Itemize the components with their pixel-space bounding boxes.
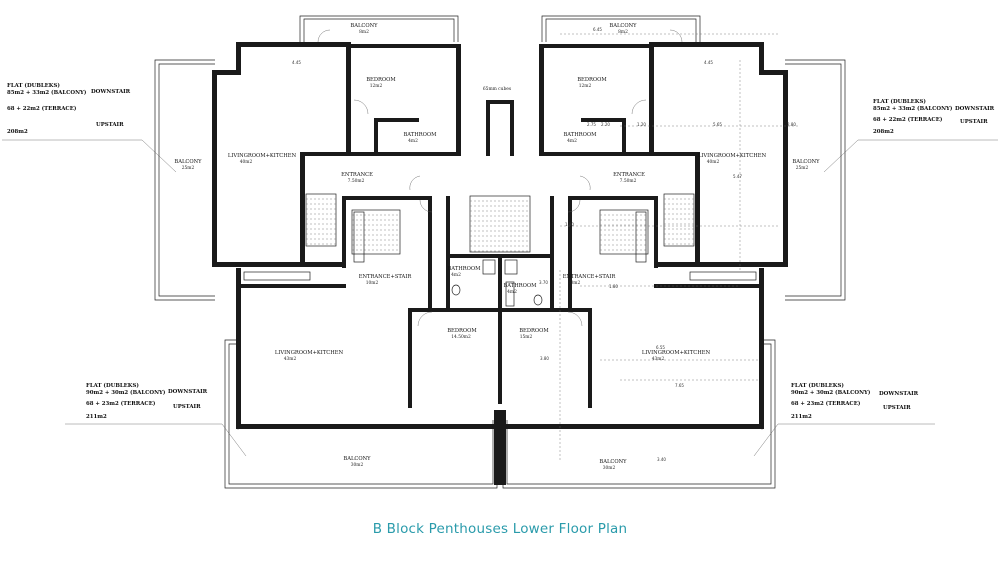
note-bl-line1: FLAT (DUBLEKS): [86, 382, 139, 389]
room-area-entrance-l: 7.50m2: [348, 179, 365, 184]
note-bl-line3: 68 + 23m2 (TERRACE): [86, 400, 156, 407]
room-name-bedroom-tr: BEDROOM: [577, 77, 607, 83]
room-area-living-tl: 40m2: [240, 160, 253, 165]
room-area-bedroom-br: 15m2: [520, 335, 533, 340]
room-name-living-br: LIVINGROOM+KITCHEN: [642, 350, 711, 356]
note-bl-line2: 90m2 + 30m2 (BALCONY): [86, 389, 166, 396]
note-tl-total: 208m2: [7, 129, 28, 135]
room-area-balcony-top-right: 8m2: [618, 30, 628, 35]
room-name-balcony-top-right: BALCONY: [609, 23, 637, 29]
room-name-bathroom-cl: BATHROOM: [448, 266, 482, 272]
note-tr-line1: FLAT (DUBLEKS): [873, 98, 926, 105]
room-area-bathroom-tl: 4m2: [408, 139, 418, 144]
flat-note-bottom-left: FLAT (DUBLEKS) 90m2 + 30m2 (BALCONY) 68 …: [86, 382, 208, 420]
room-area-entrance-stair-l: 10m2: [366, 281, 379, 286]
room-area-entrance-r: 7.50m2: [620, 179, 637, 184]
room-area-balcony-left: 25m2: [182, 166, 195, 171]
stairs: [305, 193, 695, 255]
room-name-bathroom-cr: BATHROOM: [504, 283, 538, 289]
plan-caption: B Block Penthouses Lower Floor Plan: [372, 521, 628, 537]
room-area-bedroom-bl: 14.50m2: [451, 335, 471, 340]
room-name-entrance-stair-r: ENTRANCE+STAIR: [563, 274, 617, 280]
dim-label: 1.80: [609, 284, 618, 289]
room-name-entrance-l: ENTRANCE: [341, 172, 373, 178]
room-name-entrance-stair-l: ENTRANCE+STAIR: [359, 274, 413, 280]
room-area-bathroom-tr: 4m2: [567, 139, 577, 144]
note-br-up: UPSTAIR: [883, 405, 911, 411]
note-tr-line3: 68 + 22m2 (TERRACE): [873, 116, 943, 123]
dim-label: 2.75: [587, 122, 596, 127]
room-name-bedroom-tl: BEDROOM: [366, 77, 396, 83]
dim-label: 3.40: [657, 457, 666, 462]
room-area-balcony-top-left: 8m2: [359, 30, 369, 35]
flat-note-top-left: FLAT (DUBLEKS) 85m2 + 33m2 (BALCONY) 68 …: [7, 82, 131, 135]
floor-plan-drawing: BALCONY 8m2 BALCONY 8m2 BEDROOM 12m2 BED…: [2, 15, 998, 489]
note-tl-line2: 85m2 + 33m2 (BALCONY): [7, 89, 87, 96]
dim-label: 5.47: [733, 174, 742, 179]
walls: [212, 42, 788, 485]
note-br-line3: 68 + 23m2 (TERRACE): [791, 400, 861, 407]
dim-label: 4.45: [704, 60, 713, 65]
flat-note-top-right: FLAT (DUBLEKS) 85m2 + 33m2 (BALCONY) 68 …: [873, 98, 995, 135]
room-area-balcony-bl: 30m2: [351, 463, 364, 468]
dim-label: 1.20: [637, 122, 646, 127]
room-name-balcony-bl: BALCONY: [343, 456, 371, 462]
note-bl-up: UPSTAIR: [173, 404, 201, 410]
room-labels: BALCONY 8m2 BALCONY 8m2 BEDROOM 12m2 BED…: [174, 23, 820, 471]
note-leaders: [2, 139, 998, 457]
room-name-bedroom-br: BEDROOM: [519, 328, 549, 334]
note-br-down: DOWNSTAIR: [879, 391, 919, 397]
room-area-bathroom-cr: 4m2: [507, 290, 517, 295]
note-br-line1: FLAT (DUBLEKS): [791, 382, 844, 389]
room-area-entrance-stair-r: 10m2: [568, 281, 581, 286]
dim-label: 1.80: [565, 222, 574, 227]
note-tr-line2: 85m2 + 33m2 (BALCONY): [873, 105, 953, 112]
note-tr-down: DOWNSTAIR: [955, 106, 995, 112]
room-name-living-bl: LIVINGROOM+KITCHEN: [275, 350, 344, 356]
dimension-labels: 4.45 6.45 1.80 2.20 2.75 3.70 1.80 4.45 …: [292, 27, 796, 462]
note-tr-total: 208m2: [873, 129, 894, 135]
dim-label: 3.70: [539, 280, 548, 285]
room-name-balcony-left: BALCONY: [174, 159, 202, 165]
note-bl-down: DOWNSTAIR: [168, 389, 208, 395]
room-area-living-br: 43m2: [652, 357, 665, 362]
room-area-living-tr: 40m2: [707, 160, 720, 165]
room-name-bathroom-tr: BATHROOM: [564, 132, 598, 138]
room-name-balcony-right: BALCONY: [792, 159, 820, 165]
note-tl-up: UPSTAIR: [96, 122, 124, 128]
note-tr-up: UPSTAIR: [960, 119, 988, 125]
dim-label: 5.65: [713, 122, 722, 127]
note-br-total: 211m2: [791, 414, 812, 420]
room-name-living-tr: LIVINGROOM+KITCHEN: [698, 153, 767, 159]
room-name-bathroom-tl: BATHROOM: [404, 132, 438, 138]
room-area-balcony-br: 30m2: [603, 466, 616, 471]
room-name-bedroom-bl: BEDROOM: [447, 328, 477, 334]
dim-label: 7.65: [675, 383, 684, 388]
room-name-entrance-r: ENTRANCE: [613, 172, 645, 178]
dimension-lines: [559, 33, 800, 460]
note-bl-total: 211m2: [86, 414, 107, 420]
dim-label: 6.45: [593, 27, 602, 32]
flat-note-bottom-right: FLAT (DUBLEKS) 90m2 + 30m2 (BALCONY) 68 …: [791, 382, 919, 420]
note-tl-line3: 68 + 22m2 (TERRACE): [7, 105, 77, 112]
dim-label: 3.80: [540, 356, 549, 361]
room-area-bedroom-tl: 12m2: [370, 84, 383, 89]
room-area-living-bl: 43m2: [284, 357, 297, 362]
note-tl-line1: FLAT (DUBLEKS): [7, 82, 60, 89]
note-tl-down: DOWNSTAIR: [91, 89, 131, 95]
room-name-living-tl: LIVINGROOM+KITCHEN: [228, 153, 297, 159]
dim-label: 6.55: [656, 345, 665, 350]
room-area-bedroom-tr: 12m2: [579, 84, 592, 89]
fixtures: [243, 29, 757, 327]
room-area-bathroom-cl: 4m2: [451, 273, 461, 278]
dim-label: 2.80: [787, 122, 796, 127]
room-name-balcony-br: BALCONY: [599, 459, 627, 465]
dim-label: 4.45: [292, 60, 301, 65]
shaft-label: 65mm cubes: [483, 87, 512, 92]
note-br-line2: 90m2 + 30m2 (BALCONY): [791, 389, 871, 396]
dim-label: 2.20: [601, 122, 610, 127]
room-name-balcony-top-left: BALCONY: [350, 23, 378, 29]
room-area-balcony-right: 25m2: [796, 166, 809, 171]
